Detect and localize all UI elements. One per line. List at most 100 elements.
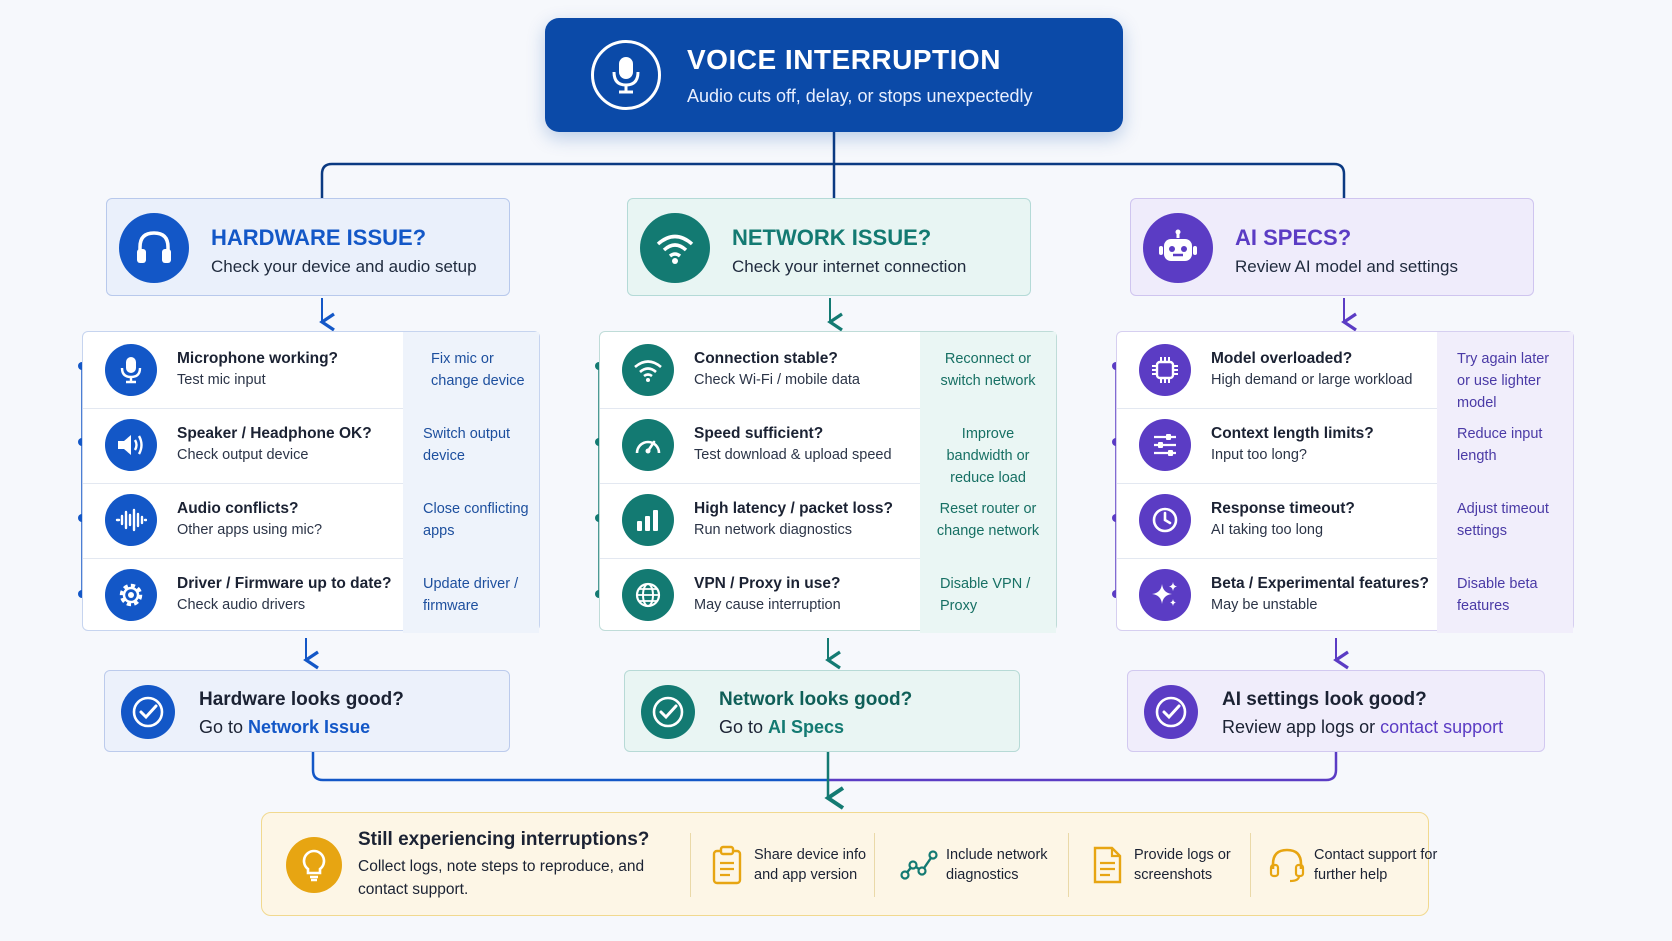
headset-icon (1269, 848, 1305, 883)
conclusion-prefix: Go to (199, 717, 249, 737)
conclusion-network: Network looks good? Go to AI Specs (624, 670, 1020, 752)
check-row[interactable]: Speed sufficient? Test download & upload… (600, 407, 1056, 486)
check-detail: May be unstable (1211, 597, 1318, 613)
footer-item-label: Share device info and app version (754, 847, 867, 883)
conclusion-prefix: Go to (719, 717, 769, 737)
check-row[interactable]: Driver / Firmware up to date? Check audi… (83, 557, 539, 633)
clock-icon (1139, 494, 1191, 546)
check-detail: Test mic input (177, 372, 266, 388)
check-action: Reset router or change network (920, 482, 1056, 558)
check-detail: Test download & upload speed (694, 447, 892, 463)
check-detail: Check output device (177, 447, 309, 463)
conclusion-text: Review app logs or contact support (1222, 717, 1503, 738)
check-question: Context length limits? (1211, 425, 1374, 442)
check-row[interactable]: Beta / Experimental features? May be uns… (1117, 557, 1573, 633)
check-row[interactable]: Connection stable? Check Wi-Fi / mobile … (600, 332, 1056, 409)
headphones-icon (119, 213, 189, 283)
globe-icon (622, 569, 674, 621)
microphone-icon (591, 40, 661, 110)
check-action: Reduce input length (1437, 407, 1573, 483)
check-question: Audio conflicts? (177, 500, 299, 517)
category-network[interactable]: NETWORK ISSUE? Check your internet conne… (627, 198, 1031, 296)
check-action: Close conflicting apps (403, 482, 539, 558)
category-ai-specs[interactable]: AI SPECS? Review AI model and settings (1130, 198, 1534, 296)
check-detail: Input too long? (1211, 447, 1307, 463)
speedometer-icon (622, 419, 674, 471)
check-action: Disable beta features (1437, 557, 1573, 633)
check-question: Connection stable? (694, 350, 838, 367)
check-question: Model overloaded? (1211, 350, 1353, 367)
conclusion-text: Go to AI Specs (719, 717, 844, 738)
check-row[interactable]: Speaker / Headphone OK? Check output dev… (83, 407, 539, 484)
footer-subtitle: Collect logs, note steps to reproduce, a… (358, 858, 645, 898)
check-detail: May cause interruption (694, 597, 841, 613)
check-question: Driver / Firmware up to date? (177, 575, 392, 592)
footer-title: Still experiencing interruptions? (358, 829, 650, 850)
check-action: Switch output device (403, 407, 539, 483)
bar-chart-icon (622, 494, 674, 546)
divider (690, 833, 691, 897)
check-row[interactable]: Response timeout? AI taking too long Adj… (1117, 482, 1573, 559)
conclusion-ai: AI settings look good? Review app logs o… (1127, 670, 1545, 752)
check-row[interactable]: VPN / Proxy in use? May cause interrupti… (600, 557, 1056, 633)
hardware-checks-panel: Microphone working? Test mic input Fix m… (82, 331, 540, 633)
check-row[interactable]: Audio conflicts? Other apps using mic? C… (83, 482, 539, 559)
category-title: NETWORK ISSUE? (732, 225, 932, 250)
check-action: Fix mic or change device (403, 332, 539, 408)
sparkle-icon (1139, 569, 1191, 621)
divider (1250, 833, 1251, 897)
network-checks-panel: Connection stable? Check Wi-Fi / mobile … (599, 331, 1057, 633)
network-issue-link[interactable]: Network Issue (248, 717, 371, 737)
audio-wave-icon (105, 494, 157, 546)
category-hardware[interactable]: HARDWARE ISSUE? Check your device and au… (106, 198, 510, 296)
conclusion-title: Network looks good? (719, 689, 913, 710)
check-detail: High demand or large workload (1211, 372, 1413, 388)
footer-item-label: Provide logs or screenshots (1134, 847, 1231, 883)
contact-support-link[interactable]: contact support (1380, 717, 1504, 737)
clipboard-icon (712, 845, 742, 885)
check-question: Beta / Experimental features? (1211, 575, 1429, 592)
check-question: Speaker / Headphone OK? (177, 425, 372, 442)
check-question: Speed sufficient? (694, 425, 824, 442)
sliders-icon (1139, 419, 1191, 471)
wifi-icon (640, 213, 710, 283)
chip-icon (1139, 344, 1191, 396)
check-detail: Run network diagnostics (694, 522, 852, 538)
wifi-icon (622, 344, 674, 396)
footer-item-label: Include network diagnostics (946, 847, 1048, 883)
gear-icon (105, 569, 157, 621)
check-circle-icon (121, 685, 175, 739)
check-action: Update driver / firmware (403, 557, 539, 633)
footer-item-label: Contact support for further help (1314, 847, 1438, 883)
conclusion-title: Hardware looks good? (199, 689, 404, 710)
check-question: Response timeout? (1211, 500, 1355, 517)
speaker-icon (105, 419, 157, 471)
category-subtitle: Review AI model and settings (1235, 257, 1459, 276)
document-icon (1093, 846, 1122, 884)
check-detail: AI taking too long (1211, 522, 1324, 538)
lightbulb-icon (286, 837, 342, 893)
check-action: Try again later or use lighter model (1437, 332, 1573, 411)
check-detail: Other apps using mic? (177, 522, 323, 538)
category-title: AI SPECS? (1235, 225, 1352, 250)
check-action: Improve bandwidth or reduce load (920, 407, 1056, 486)
check-question: VPN / Proxy in use? (694, 575, 841, 592)
ai-checks-panel: Model overloaded? High demand or large w… (1116, 331, 1574, 633)
robot-icon (1143, 213, 1213, 283)
header-title: VOICE INTERRUPTION (687, 44, 1001, 75)
category-subtitle: Check your internet connection (732, 257, 967, 276)
conclusion-prefix: Review app logs or (1222, 717, 1381, 737)
check-row[interactable]: High latency / packet loss? Run network … (600, 482, 1056, 559)
check-row[interactable]: Model overloaded? High demand or large w… (1117, 332, 1573, 411)
check-row[interactable]: Context length limits? Input too long? R… (1117, 407, 1573, 484)
check-circle-icon (641, 685, 695, 739)
ai-specs-link[interactable]: AI Specs (768, 717, 845, 737)
conclusion-hardware: Hardware looks good? Go to Network Issue (104, 670, 510, 752)
category-subtitle: Check your device and audio setup (211, 257, 477, 276)
network-graph-icon (900, 850, 938, 880)
check-row[interactable]: Microphone working? Test mic input Fix m… (83, 332, 539, 409)
conclusion-title: AI settings look good? (1222, 689, 1427, 710)
check-action: Disable VPN / Proxy (920, 557, 1056, 633)
divider (874, 833, 875, 897)
check-detail: Check audio drivers (177, 597, 306, 613)
